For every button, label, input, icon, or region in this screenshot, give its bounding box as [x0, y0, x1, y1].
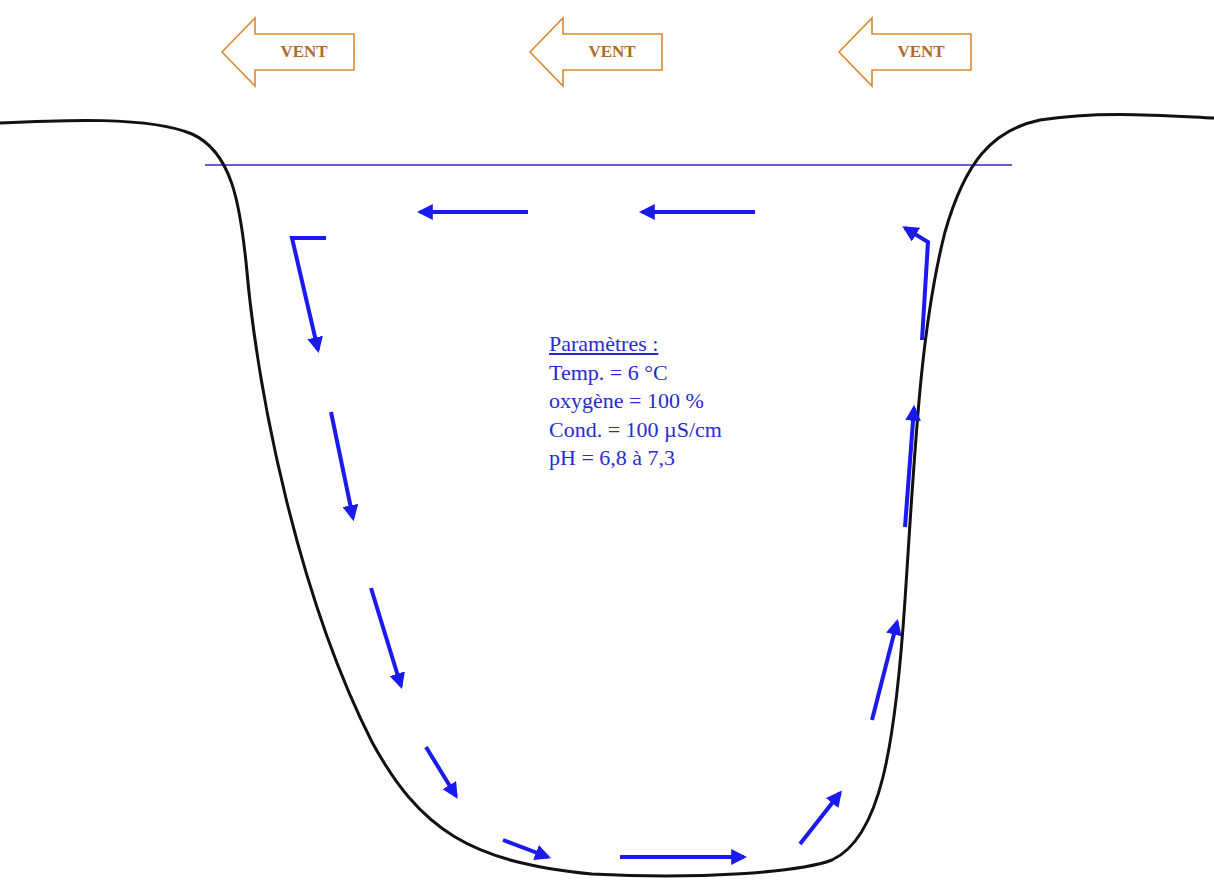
wind-label: VENT	[563, 34, 661, 70]
circulation-arrows	[292, 212, 928, 857]
wind-arrow: VENT	[838, 17, 972, 87]
water-surface	[205, 164, 1012, 166]
wind-label: VENT	[255, 34, 353, 70]
wind-arrow: VENT	[529, 17, 663, 87]
lake-basin	[0, 114, 1214, 876]
wind-arrow: VENT	[221, 17, 355, 87]
parameters-block: Paramètres :Temp. = 6 °Coxygène = 100 %C…	[549, 330, 722, 473]
parameter-value: oxygène = 100 %	[549, 387, 722, 416]
wind-label: VENT	[872, 34, 970, 70]
parameter-value: Temp. = 6 °C	[549, 359, 722, 388]
parameters-heading: Paramètres :	[549, 330, 722, 359]
parameter-value: pH = 6,8 à 7,3	[549, 444, 722, 473]
parameter-value: Cond. = 100 µS/cm	[549, 416, 722, 445]
